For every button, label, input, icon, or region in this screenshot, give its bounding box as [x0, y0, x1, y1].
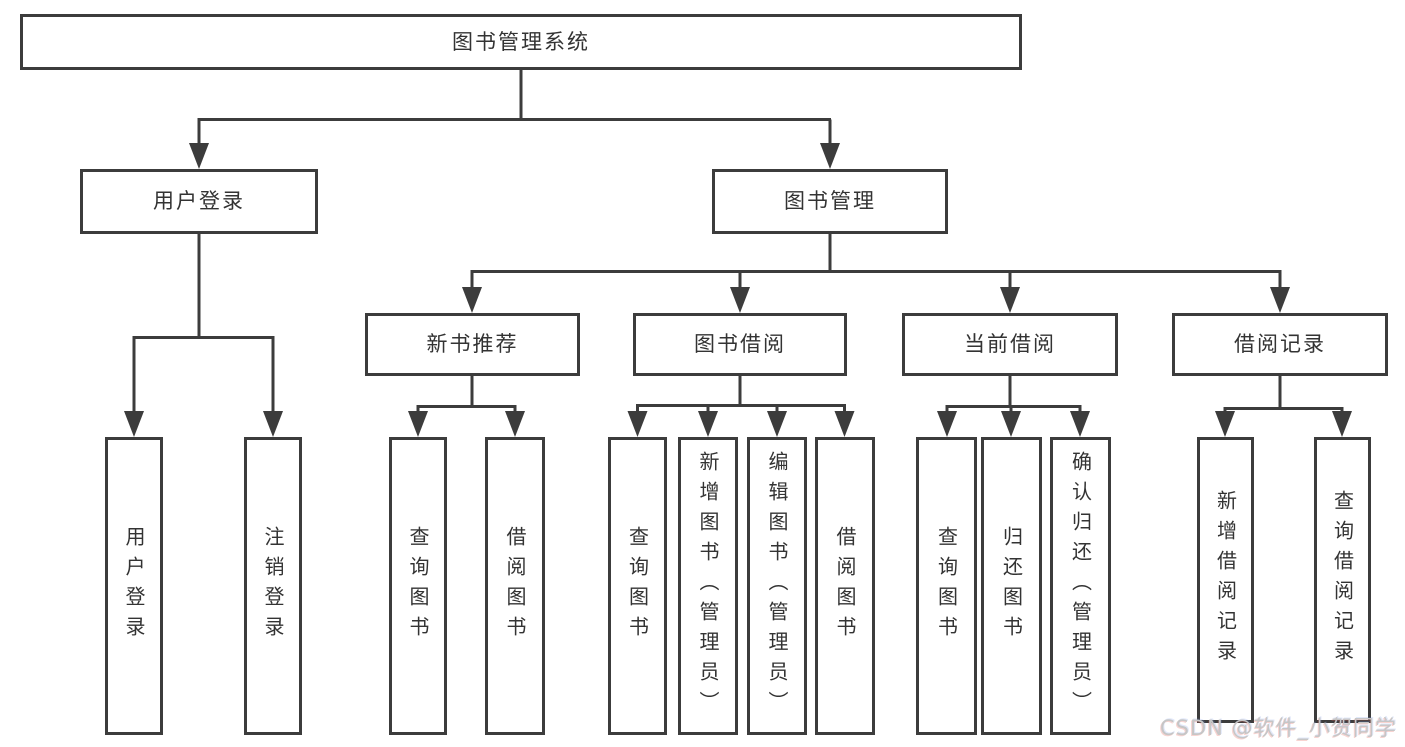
watermark-text: CSDN @软件_小贺同学 — [1160, 716, 1398, 740]
node-label: 归还图书 — [999, 526, 1024, 646]
node-book-management: 图书管理 — [712, 169, 948, 234]
connector-current-borrow-children — [937, 376, 1090, 437]
node-label: 新增图书（管理员） — [696, 451, 720, 721]
arrowhead-down — [1215, 411, 1235, 437]
connector-book-mgmt-to-level3 — [462, 233, 1290, 313]
arrowhead-down — [698, 411, 718, 437]
leaf-newrec-borrow-book: 借阅图书 — [485, 437, 545, 735]
leaf-borrow-borrow-book: 借阅图书 — [815, 437, 875, 735]
leaf-current-confirm-return-admin: 确认归还（管理员） — [1050, 437, 1111, 735]
leaf-borrow-add-book-admin: 新增图书（管理员） — [678, 437, 738, 735]
arrowhead-down — [505, 411, 525, 437]
connector-line — [470, 233, 1282, 290]
arrowhead-down — [767, 411, 787, 437]
arrowhead-down — [834, 411, 855, 437]
node-label: 注销登录 — [261, 526, 285, 646]
arrowhead-down — [1000, 287, 1020, 313]
node-label: 查询借阅记录 — [1330, 490, 1355, 670]
node-book-borrow: 图书借阅 — [633, 313, 847, 376]
connector-line — [416, 376, 517, 414]
leaf-record-query-borrow-record: 查询借阅记录 — [1314, 437, 1371, 723]
node-label: 查询图书 — [406, 526, 430, 646]
node-label: 新增借阅记录 — [1213, 490, 1238, 670]
node-label: 图书管理 — [784, 189, 876, 213]
node-label: 查询图书 — [625, 526, 650, 646]
connector-root-to-level2 — [189, 70, 840, 169]
arrowhead-down — [189, 143, 209, 169]
node-label: 借阅图书 — [503, 526, 527, 646]
node-user-login: 用户登录 — [80, 169, 318, 234]
arrowhead-down — [1001, 411, 1021, 437]
leaf-newrec-query-book: 查询图书 — [389, 437, 447, 735]
arrowhead-down — [124, 411, 144, 437]
arrowhead-down — [820, 143, 840, 169]
leaf-logout: 注销登录 — [244, 437, 302, 735]
arrowhead-down — [730, 287, 750, 313]
arrowhead-down — [627, 411, 648, 437]
node-label: 确认归还（管理员） — [1068, 451, 1093, 721]
connector-book-borrow-children — [627, 376, 855, 437]
connector-borrow-record-children — [1215, 376, 1352, 437]
leaf-borrow-query-book: 查询图书 — [608, 437, 667, 735]
arrowhead-down — [408, 411, 428, 437]
connector-line — [197, 70, 832, 146]
node-root-library-system: 图书管理系统 — [20, 14, 1022, 70]
arrowhead-down — [937, 411, 957, 437]
node-borrow-record: 借阅记录 — [1172, 313, 1388, 376]
node-label: 借阅记录 — [1234, 332, 1326, 356]
connector-line — [132, 233, 275, 414]
connector-line — [1223, 376, 1344, 414]
node-label: 用户登录 — [122, 526, 146, 646]
leaf-current-query-book: 查询图书 — [916, 437, 977, 735]
node-label: 编辑图书（管理员） — [765, 451, 789, 721]
node-current-borrow: 当前借阅 — [902, 313, 1118, 376]
node-label: 用户登录 — [153, 189, 245, 213]
arrowhead-down — [1270, 287, 1290, 313]
arrowhead-down — [1332, 411, 1352, 437]
connector-line — [945, 376, 1082, 414]
leaf-current-return-book: 归还图书 — [981, 437, 1042, 735]
leaf-user-login: 用户登录 — [105, 437, 163, 735]
node-label: 当前借阅 — [964, 332, 1056, 356]
node-label: 图书管理系统 — [452, 29, 590, 54]
connector-line — [636, 376, 846, 414]
connector-user-login-children — [124, 233, 283, 437]
arrowhead-down — [462, 287, 482, 313]
node-label: 图书借阅 — [694, 332, 786, 356]
leaf-borrow-edit-book-admin: 编辑图书（管理员） — [747, 437, 807, 735]
node-label: 新书推荐 — [426, 332, 519, 356]
node-label: 查询图书 — [934, 526, 959, 646]
node-new-book-recommend: 新书推荐 — [365, 313, 580, 376]
node-label: 借阅图书 — [833, 526, 857, 646]
arrowhead-down — [1070, 411, 1090, 437]
connector-new-book-rec-children — [408, 376, 525, 437]
csdn-watermark: CSDN @软件_小贺同学 — [1160, 712, 1397, 742]
leaf-record-add-borrow-record: 新增借阅记录 — [1197, 437, 1254, 723]
arrowhead-down — [263, 411, 283, 437]
